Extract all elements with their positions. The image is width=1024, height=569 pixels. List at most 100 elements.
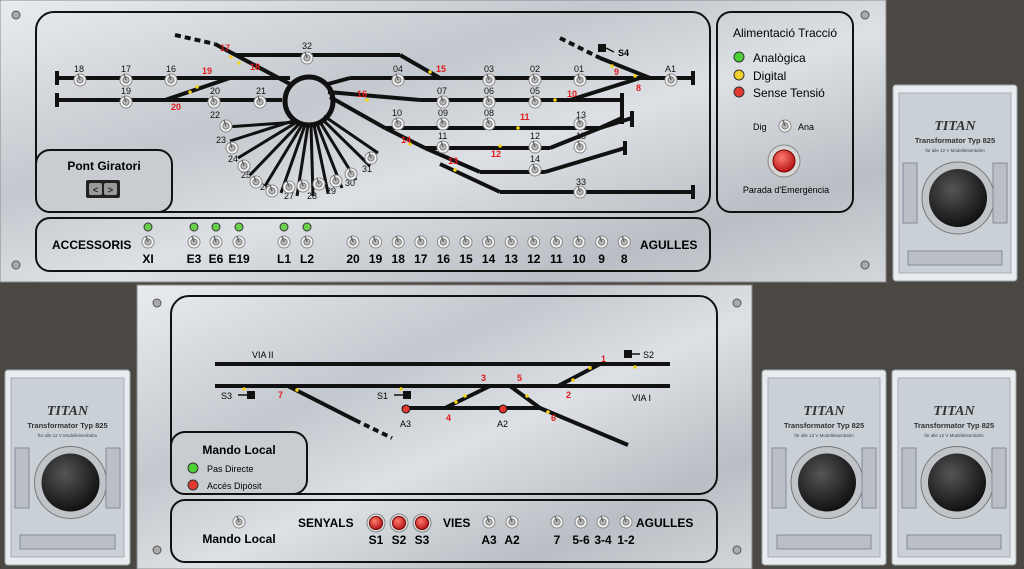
station-turnout-toggle[interactable] [619,515,633,529]
signal-button[interactable] [369,516,383,530]
turnout-toggle[interactable] [549,235,564,249]
turnout-toggle[interactable] [436,235,451,249]
station-turnouts-label: AGULLES [636,516,693,530]
track-toggle[interactable] [391,73,405,87]
track-toggle[interactable] [573,140,587,154]
accessory-toggle[interactable] [232,235,246,249]
accessory-toggle[interactable] [277,235,291,249]
turnout-toggle[interactable] [368,235,383,249]
track-labels: 18 17 16 19 20 21 22 23 24 25 26 27 28 2… [74,41,676,201]
transformer-knob[interactable] [928,453,986,512]
track-toggle[interactable] [436,117,450,131]
track-toggle[interactable] [282,180,296,194]
accessory-toggle[interactable] [209,235,223,249]
track-toggle[interactable] [573,117,587,131]
station-turnout-toggle[interactable] [550,515,564,529]
turnout-toggle[interactable] [572,235,586,249]
turnout-toggle[interactable] [391,235,405,249]
turnout-toggle[interactable] [459,235,473,249]
track-toggle[interactable] [249,175,263,189]
track-toggle[interactable] [296,179,310,193]
traction-mode-label: Analògica [753,51,806,65]
track-toggle[interactable] [482,73,496,87]
turnout-toggle[interactable] [481,235,496,249]
local-control-toggle[interactable] [232,515,246,529]
station-turnout-toggle[interactable] [574,515,588,529]
led-icon [189,222,199,232]
turntable-icon [282,74,336,128]
track-toggle[interactable] [364,151,378,165]
track-toggle[interactable] [344,167,358,181]
track-toggle[interactable] [119,95,133,109]
turntable-left-button[interactable] [89,183,102,195]
signal-s4-icon [598,44,606,52]
track-label: 20 [210,86,220,96]
transformer-spec-plate [776,534,872,550]
track-toggle[interactable] [329,174,343,188]
transformer-knob[interactable] [798,453,856,512]
track-toggle[interactable] [528,73,542,87]
route-toggle[interactable] [482,515,496,529]
transformer-knob[interactable] [41,453,100,512]
track-toggle[interactable] [482,95,496,109]
turnout-toggle[interactable] [594,235,609,249]
traction-mode-label: Sense Tensió [753,86,825,100]
track-toggle[interactable] [482,117,496,131]
track-toggle[interactable] [391,117,405,131]
track-label: 02 [530,64,540,74]
accessory-toggle[interactable] [141,235,155,249]
track-toggle[interactable] [119,73,133,87]
signal-a2-light [498,404,508,414]
switch-label: 20 [346,252,360,266]
track-toggle[interactable] [253,95,267,109]
switch-label: E6 [209,252,224,266]
transformer-model: Transformator Typ 825 [914,421,994,430]
transformer-knob[interactable] [929,169,987,227]
turnout-toggle[interactable] [504,235,518,249]
track-toggle[interactable] [528,95,542,109]
track-toggle[interactable] [265,184,279,198]
turnout-toggle[interactable] [527,235,541,249]
track-toggle[interactable] [312,177,326,191]
track-toggle[interactable] [664,73,678,87]
local-item-label: Accés Dipòsit [207,481,262,491]
track-toggle[interactable] [219,119,233,133]
signal-button[interactable] [392,516,406,530]
traction-title: Alimentació Tracció [733,26,837,40]
accessory-toggle[interactable] [187,235,201,249]
track-toggle[interactable] [528,163,542,177]
track-toggle[interactable] [237,159,251,173]
track-label: 32 [302,41,312,51]
traction-mode-label: Digital [753,69,786,83]
track-toggle[interactable] [164,73,178,87]
track-toggle[interactable] [225,141,239,155]
track-toggle[interactable] [573,185,587,199]
turntable-right-button[interactable] [104,183,117,195]
accessory-toggle[interactable] [300,235,314,249]
station-turnout-labels: 1 2 3 4 5 6 7 [278,354,606,423]
track-toggle[interactable] [300,51,314,65]
track-toggle[interactable] [436,95,450,109]
traction-mode-toggle[interactable] [778,119,792,133]
switch-label: L2 [300,252,314,266]
bottom-panel: S2 S3 S1 A3 A2 VIA II VIA I 1 2 3 4 5 6 … [136,284,753,569]
turnout-toggle[interactable] [617,235,631,249]
track-toggle[interactable] [573,73,587,87]
track-toggle[interactable] [436,140,450,154]
route-toggle[interactable] [505,515,519,529]
turnout-toggle[interactable] [346,235,360,249]
track-label: 06 [484,86,494,96]
track-toggle[interactable] [207,95,221,109]
track-label: 04 [393,64,403,74]
track-toggle[interactable] [73,73,87,87]
track-toggle[interactable] [528,140,542,154]
emergency-stop-button[interactable] [772,149,796,173]
turnout-toggle[interactable] [414,235,428,249]
station-turnout-toggle[interactable] [596,515,610,529]
signal-button[interactable] [415,516,429,530]
